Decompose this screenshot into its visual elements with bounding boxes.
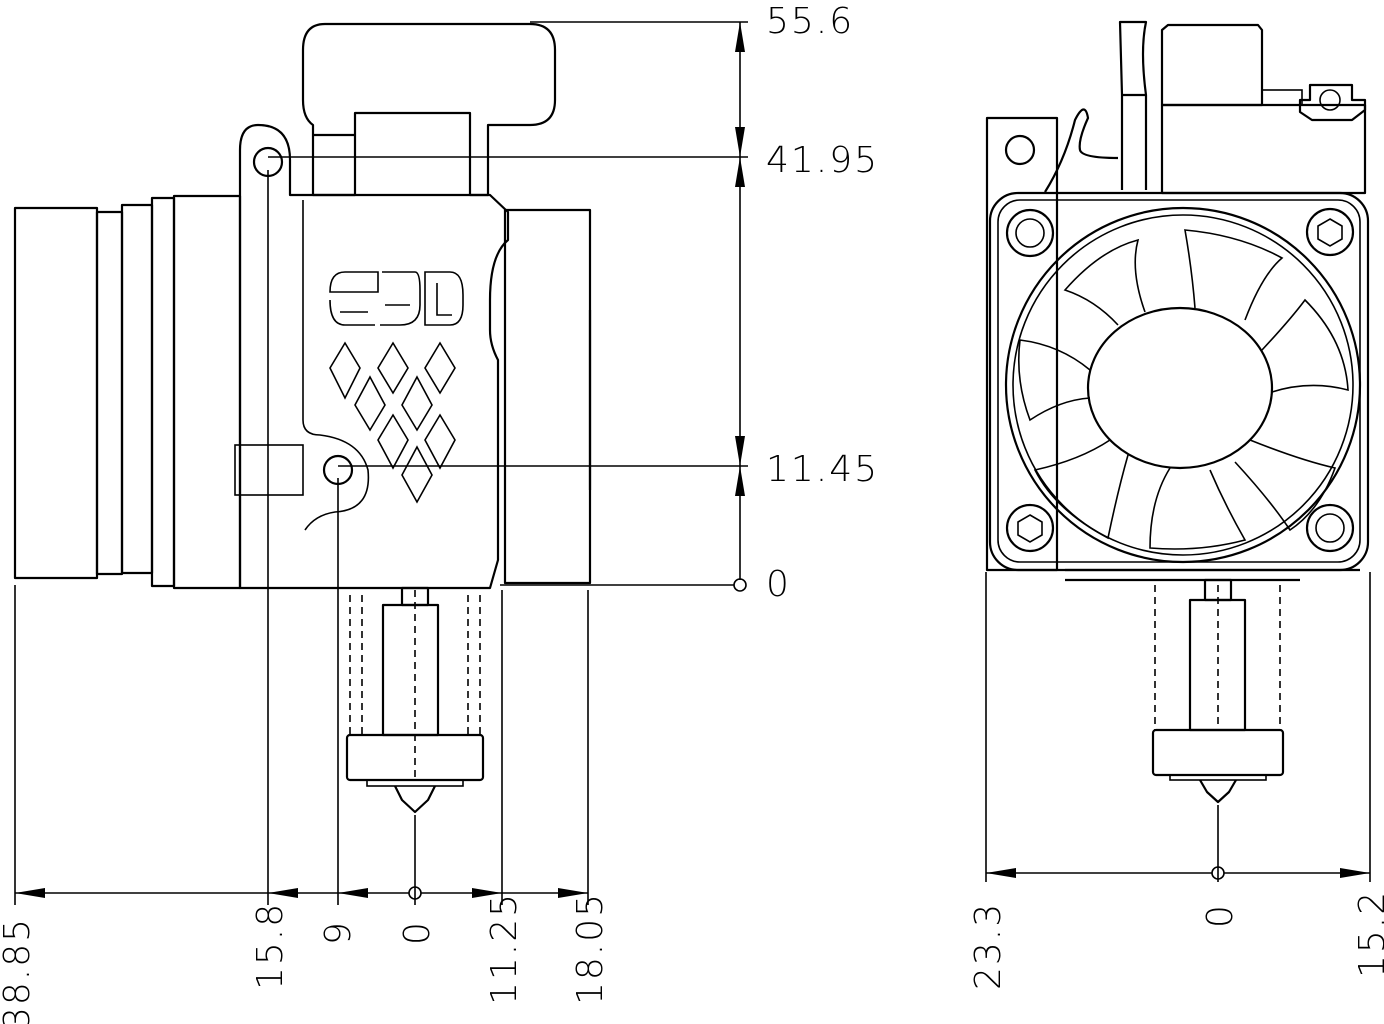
e3d-logo [329, 271, 464, 326]
extruder-body [234, 123, 510, 590]
dim-11-45: 11.45 [766, 449, 879, 490]
front-view [13, 22, 592, 814]
dim-9: 9 [318, 920, 359, 945]
dim-38-85: 38.85 [0, 917, 38, 1024]
dim-0-vertical: 0 [766, 564, 791, 605]
fan-screws [1005, 207, 1355, 553]
fan-blades [1017, 229, 1349, 550]
hotend-side [1151, 578, 1285, 804]
dim-55-6: 55.6 [766, 1, 854, 42]
dim-41-95: 41.95 [766, 140, 879, 181]
dim-15-2: 15.2 [1352, 890, 1384, 978]
dim-11-25: 11.25 [484, 892, 525, 1005]
dim-15-8: 15.8 [250, 902, 291, 990]
dim-0-front: 0 [397, 920, 438, 945]
dim-23-3: 23.3 [968, 902, 1009, 990]
side-view [985, 20, 1370, 804]
diamond-pattern [329, 341, 456, 504]
motor [13, 194, 242, 590]
fan [988, 191, 1370, 582]
top-parts [985, 20, 1367, 572]
lever [301, 22, 557, 197]
front-horizontal-dimensions: 38.85 15.8 9 0 11.25 18.05 [0, 170, 611, 1024]
fan-block [503, 208, 592, 585]
fan-hub [1086, 306, 1274, 470]
hotend [345, 586, 485, 814]
dim-0-side: 0 [1200, 903, 1241, 928]
dim-18-05: 18.05 [570, 892, 611, 1005]
side-horizontal-dimensions: 23.3 0 15.2 [968, 572, 1384, 990]
front-vertical-dimensions: 55.6 41.95 11.45 0 [268, 1, 879, 605]
